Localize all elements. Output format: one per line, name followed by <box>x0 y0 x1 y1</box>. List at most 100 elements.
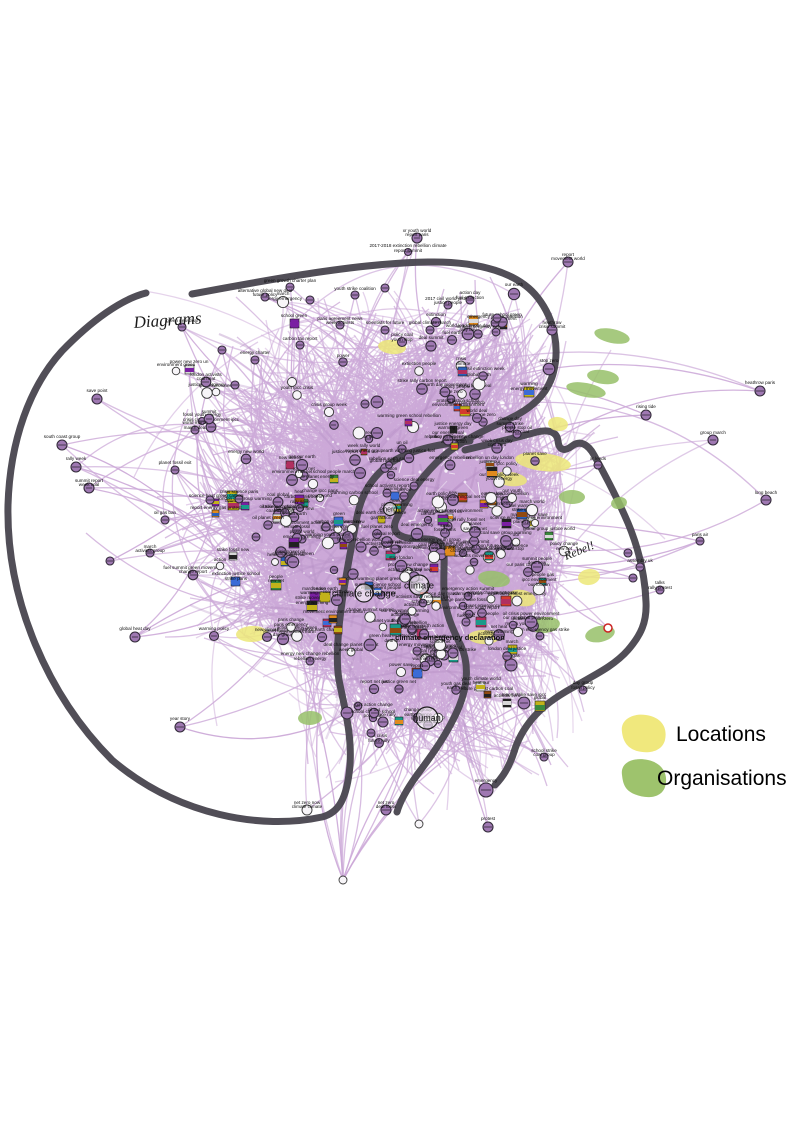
svg-text:london deal justice: london deal justice <box>488 646 526 651</box>
svg-text:net zero now: net zero now <box>294 800 321 805</box>
svg-text:emergency: emergency <box>475 778 498 783</box>
svg-text:crisis summit: crisis summit <box>539 324 566 329</box>
svg-text:fossil paris: fossil paris <box>434 527 456 532</box>
svg-text:fuel extinction: fuel extinction <box>456 295 485 300</box>
svg-text:our net policy week: our net policy week <box>479 472 519 477</box>
svg-text:coal science: coal science <box>266 508 292 513</box>
svg-text:climate: climate <box>421 511 436 516</box>
svg-text:our energy coal: our energy coal <box>432 430 464 435</box>
svg-text:power emergency: power emergency <box>464 603 501 608</box>
svg-text:planet save: planet save <box>523 451 547 456</box>
svg-text:oil our: oil our <box>368 707 381 712</box>
svg-text:extinction warming planet gree: extinction warming planet green <box>337 576 402 581</box>
svg-text:south coast group: south coast group <box>44 434 81 439</box>
svg-text:net heat: net heat <box>491 624 508 629</box>
svg-text:our movement warming: our movement warming <box>381 608 429 613</box>
svg-text:planet: planet <box>469 521 482 526</box>
svg-text:youth climate world: youth climate world <box>461 676 501 681</box>
svg-text:science rally: science rally <box>370 712 396 717</box>
svg-text:carbon emergency gas strike: carbon emergency gas strike <box>511 627 570 632</box>
svg-text:Locations: Locations <box>676 723 766 746</box>
svg-text:school stop: school stop <box>411 599 435 604</box>
svg-text:climate change: climate change <box>332 588 396 599</box>
svg-text:week rally world: week rally world <box>348 443 381 448</box>
svg-text:new fossil: new fossil <box>420 651 440 656</box>
svg-text:new net: new net <box>268 578 285 583</box>
svg-text:extinction justice school: extinction justice school <box>212 571 260 576</box>
svg-text:march save: march save <box>302 586 326 591</box>
svg-text:xr youth world: xr youth world <box>403 228 432 233</box>
svg-text:extinction: extinction <box>426 312 446 317</box>
svg-text:planet save: planet save <box>442 437 466 442</box>
svg-text:fossil school: fossil school <box>427 634 452 639</box>
svg-text:coal zero: coal zero <box>488 442 507 447</box>
svg-text:strike emergency net: strike emergency net <box>457 324 500 329</box>
svg-text:new: new <box>449 490 458 495</box>
svg-text:environment earth: environment earth <box>278 629 315 634</box>
svg-text:green new deal: green new deal <box>166 318 197 323</box>
svg-text:rally day: rally day <box>459 327 477 332</box>
svg-text:crisis power oil: crisis power oil <box>275 549 305 554</box>
svg-text:heathrow paris: heathrow paris <box>745 380 776 385</box>
svg-text:un oil: un oil <box>397 440 408 445</box>
svg-text:action action: action action <box>441 439 467 444</box>
svg-text:deal fossil: deal fossil <box>376 804 396 809</box>
svg-text:fossil policy: fossil policy <box>571 685 595 690</box>
svg-text:activists zero: activists zero <box>494 693 521 698</box>
svg-text:energy new world: energy new world <box>228 449 264 454</box>
svg-text:youth strike coalition: youth strike coalition <box>334 286 376 291</box>
svg-text:power save: power save <box>389 662 413 667</box>
svg-text:deal emergency: deal emergency <box>401 522 434 527</box>
svg-text:fuel earth: fuel earth <box>442 330 462 335</box>
svg-text:london activists: london activists <box>190 372 222 377</box>
svg-text:march policy march: march policy march <box>445 400 485 405</box>
svg-text:our youth: our youth <box>502 488 522 493</box>
svg-text:oil planet green: oil planet green <box>252 515 284 520</box>
svg-text:protest new change: protest new change <box>388 562 429 567</box>
svg-text:strike fossil new: strike fossil new <box>217 547 250 552</box>
svg-text:crisis science paris: crisis science paris <box>220 489 259 494</box>
svg-text:march world: march world <box>519 499 544 504</box>
svg-text:justice planet energy: justice planet energy <box>291 474 335 479</box>
svg-text:science deal energy: science deal energy <box>394 477 436 482</box>
svg-text:rebellion un day london: rebellion un day london <box>466 455 514 460</box>
svg-text:zero rally fossil net: zero rally fossil net <box>447 517 486 522</box>
svg-text:fossil extinction week: fossil extinction week <box>461 366 505 371</box>
svg-text:action energy green: action energy green <box>277 625 318 630</box>
svg-text:london earth: london earth <box>312 586 338 591</box>
svg-text:heat: heat <box>295 489 305 494</box>
svg-text:activists: activists <box>404 602 421 607</box>
svg-text:activists group: activists group <box>135 548 165 553</box>
svg-text:our: our <box>513 532 520 537</box>
svg-text:activists save rebellion gas: activists save rebellion gas <box>396 594 451 599</box>
svg-text:week climate energy: week climate energy <box>428 540 471 545</box>
svg-text:coal earth day: coal earth day <box>323 589 353 594</box>
svg-text:climate change net gas: climate change net gas <box>467 590 515 595</box>
svg-text:environment ipcc world report: environment ipcc world report <box>439 605 500 610</box>
svg-text:heat our: heat our <box>473 680 490 685</box>
svg-text:policy change: policy change <box>550 541 579 546</box>
svg-text:energy new change rebellion: energy new change rebellion <box>281 651 340 656</box>
svg-text:march: march <box>277 291 290 296</box>
svg-text:new world: new world <box>416 653 437 658</box>
svg-text:activists: activists <box>395 610 412 615</box>
svg-text:paris change: paris change <box>278 617 305 622</box>
svg-text:week activists: week activists <box>326 320 355 325</box>
svg-text:action: action <box>385 466 398 471</box>
svg-text:future net: future net <box>275 508 295 513</box>
svg-text:heathrow: heathrow <box>543 320 563 325</box>
svg-text:new march: new march <box>279 455 302 460</box>
svg-text:planet policy: planet policy <box>513 519 539 524</box>
svg-text:activists: activists <box>366 541 383 546</box>
svg-text:2017 civil world justice: 2017 civil world justice <box>425 296 471 301</box>
svg-text:xr leeds: xr leeds <box>590 456 607 461</box>
svg-text:energy movement: energy movement <box>511 386 548 391</box>
svg-text:future protest carbon coal: future protest carbon coal <box>461 686 513 691</box>
svg-text:oil science day march: oil science day march <box>415 591 460 596</box>
svg-text:rally week: rally week <box>66 456 87 461</box>
svg-text:warming stop: warming stop <box>300 590 328 595</box>
svg-text:youth energy: youth energy <box>486 476 513 481</box>
svg-text:youth ipcc crisis: youth ipcc crisis <box>281 385 314 390</box>
svg-text:energy: energy <box>379 506 401 513</box>
svg-text:planet fossil exit: planet fossil exit <box>159 460 192 465</box>
